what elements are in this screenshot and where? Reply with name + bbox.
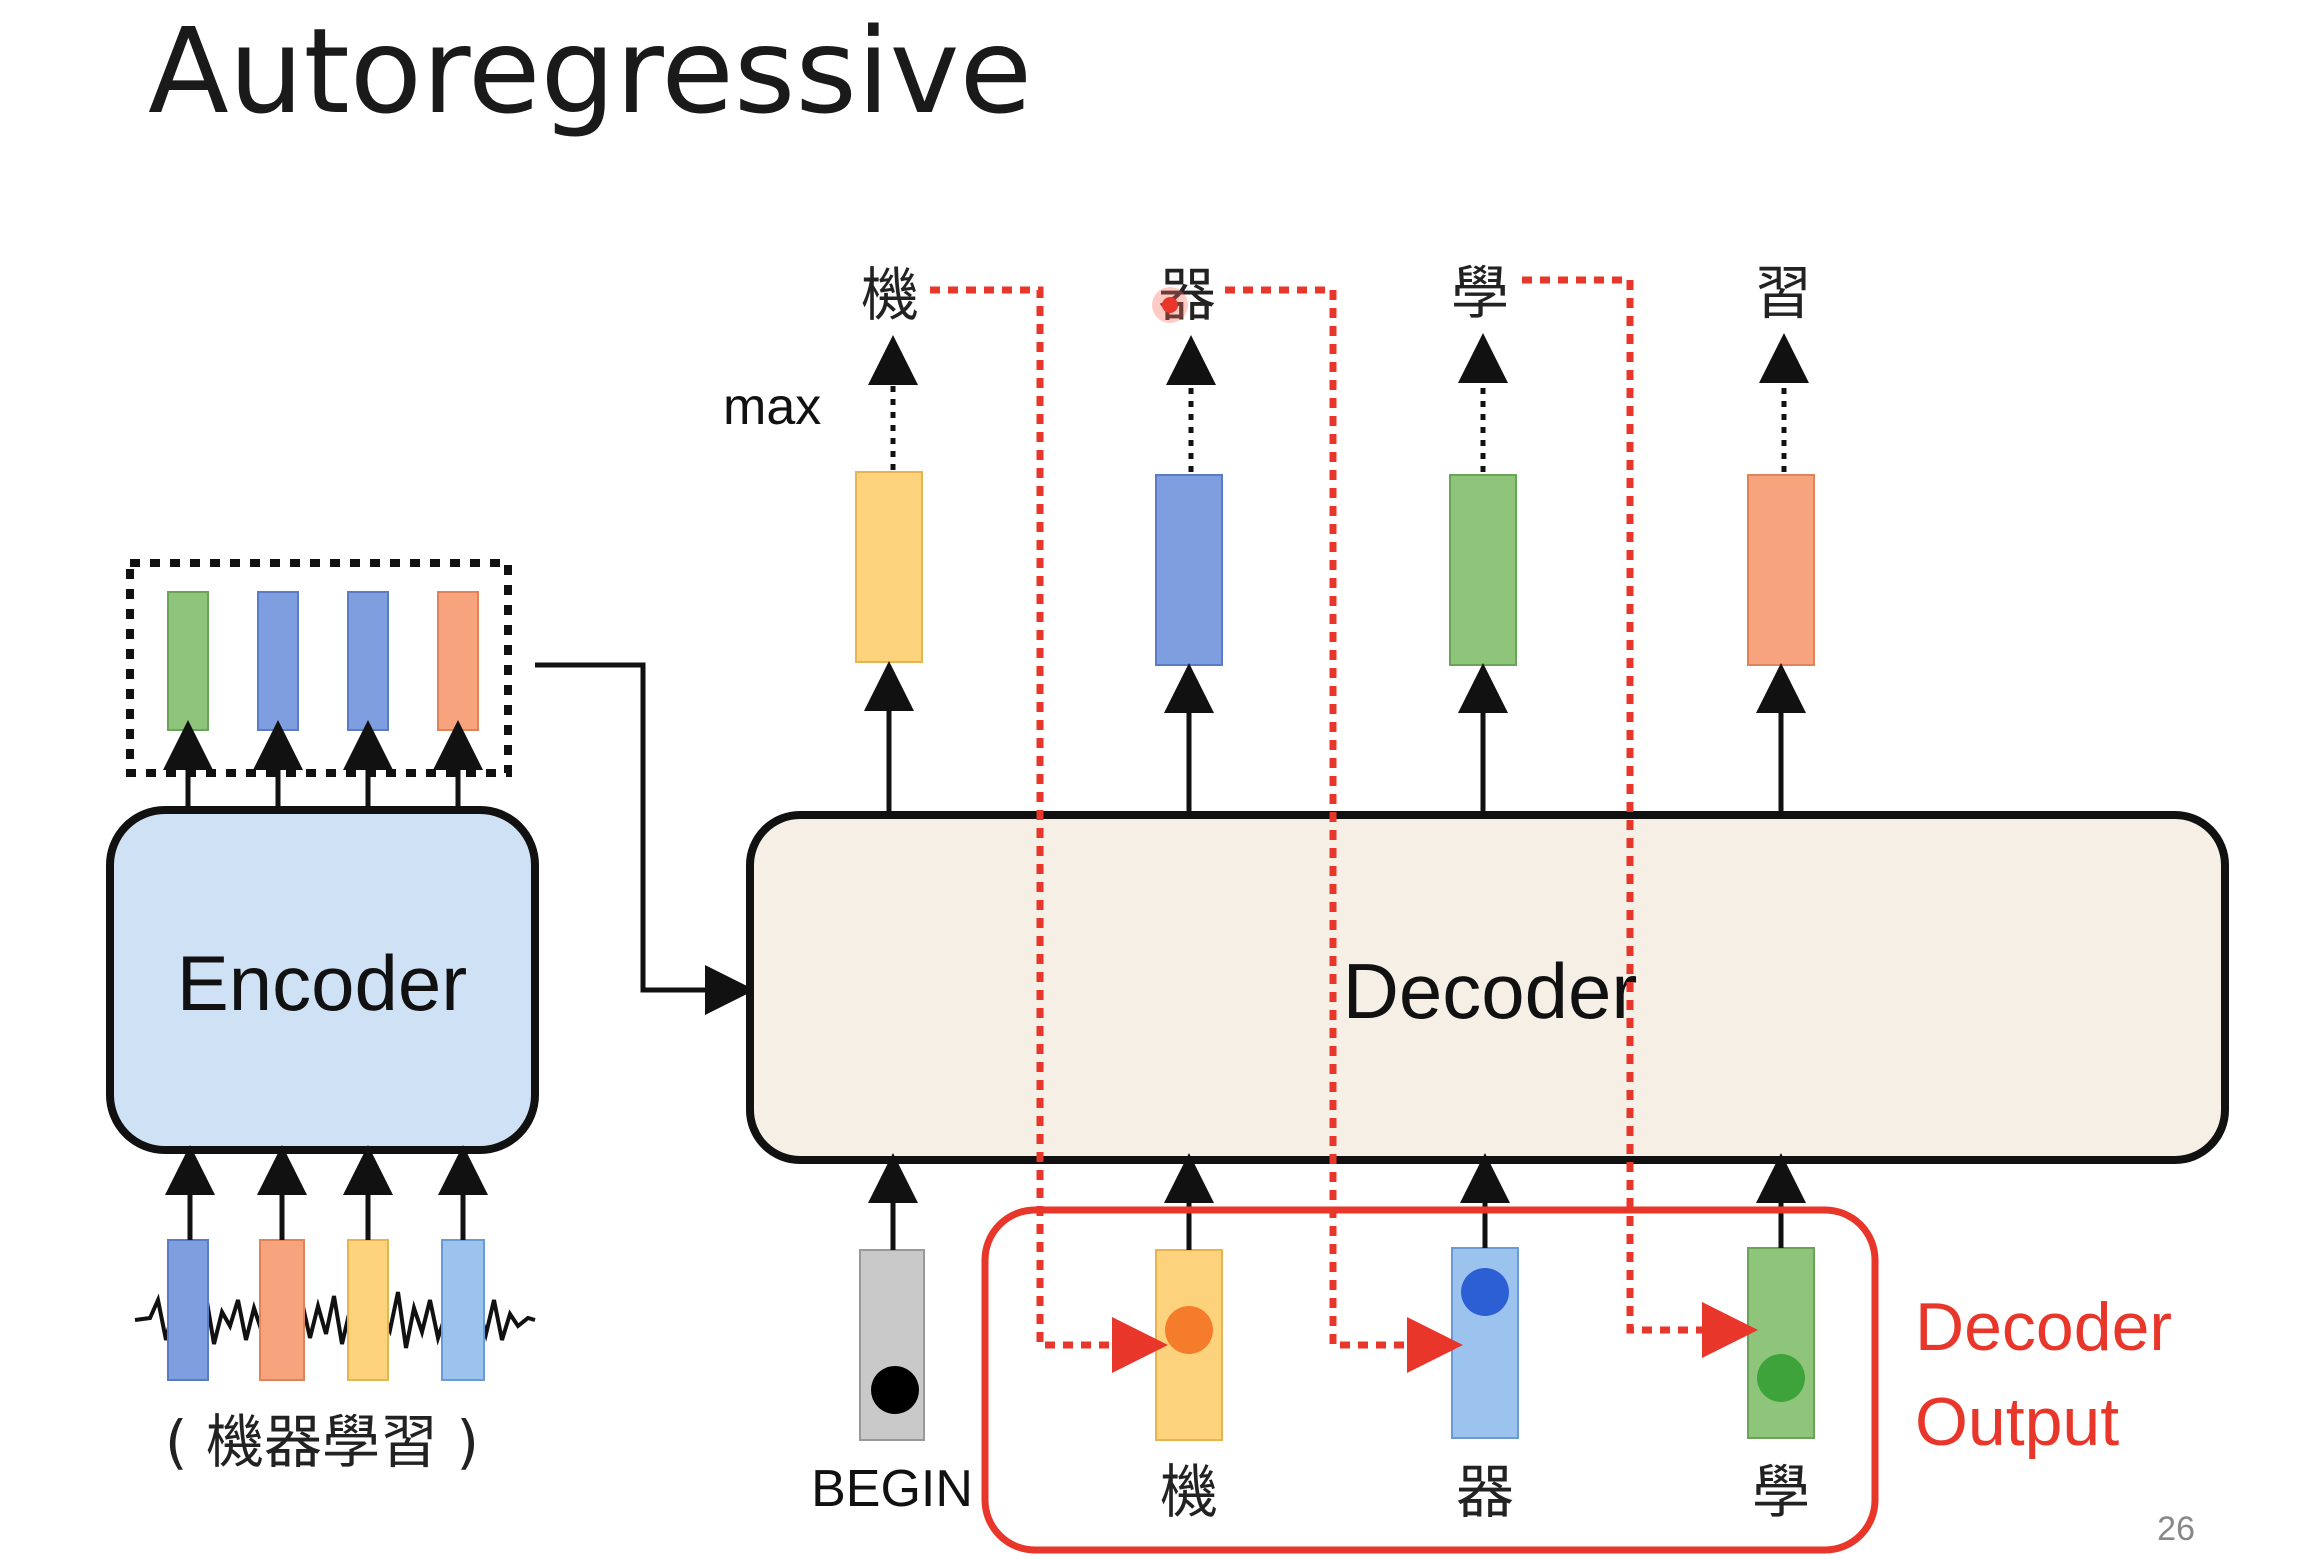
decoder-input-token-1: 機	[1160, 1458, 1218, 1526]
inputs-to-encoder-arrows	[165, 1145, 488, 1240]
decoder-input-dot-1	[1165, 1306, 1213, 1354]
output-token-1: 機	[861, 261, 919, 329]
slide-title: Autoregressive	[148, 2, 1032, 140]
output-token-3: 學	[1451, 259, 1509, 327]
input-vector-4	[441, 1239, 485, 1381]
encoder-block	[106, 806, 539, 1154]
max-label: max	[723, 378, 821, 436]
input-vector-1	[167, 1239, 209, 1381]
feedback-arrows	[930, 276, 1758, 1373]
output-token-2: 器	[1158, 261, 1216, 329]
encoder-output-vector-1	[167, 591, 209, 731]
encoder-to-decoder-arrow	[535, 662, 755, 1015]
encoder-label: Encoder	[177, 939, 468, 1027]
encoder-output-dashed-box	[126, 559, 512, 777]
decoder-output-highlight-box	[981, 1206, 1879, 1554]
decoder-input-token-2: 器	[1456, 1458, 1514, 1526]
decoder-to-distribution-arrows	[864, 661, 1806, 815]
decoder-output-label-line2: Output	[1915, 1384, 2119, 1460]
encoder-output-vector-2	[257, 591, 299, 731]
output-distribution-2	[1155, 474, 1223, 666]
decoder-label: Decoder	[1343, 947, 1638, 1035]
input-vector-3	[347, 1239, 389, 1381]
output-distribution-3	[1449, 474, 1517, 666]
begin-one-hot-dot	[871, 1366, 919, 1414]
laser-pointer-dot	[1162, 297, 1178, 313]
input-vector-2	[259, 1239, 305, 1381]
output-distribution-1	[855, 471, 923, 663]
decoder-output-label-line1: Decoder	[1915, 1289, 2172, 1365]
output-distribution-4	[1747, 474, 1815, 666]
encoder-output-vector-3	[347, 591, 389, 731]
encoder-to-vectors-arrows	[163, 720, 483, 810]
decoder-input-vector-3	[1747, 1247, 1815, 1439]
output-token-4: 習	[1754, 259, 1812, 327]
decoder-input-dot-3	[1757, 1354, 1805, 1402]
page-number: 26	[2157, 1510, 2195, 1548]
decoder-input-dot-2	[1461, 1268, 1509, 1316]
input-text-label: ( 機器學習 )	[165, 1408, 479, 1476]
begin-label: BEGIN	[811, 1460, 973, 1518]
encoder-output-vector-4	[437, 591, 479, 731]
decoder-input-token-3: 學	[1752, 1458, 1810, 1526]
max-selection-arrows	[868, 333, 1809, 472]
